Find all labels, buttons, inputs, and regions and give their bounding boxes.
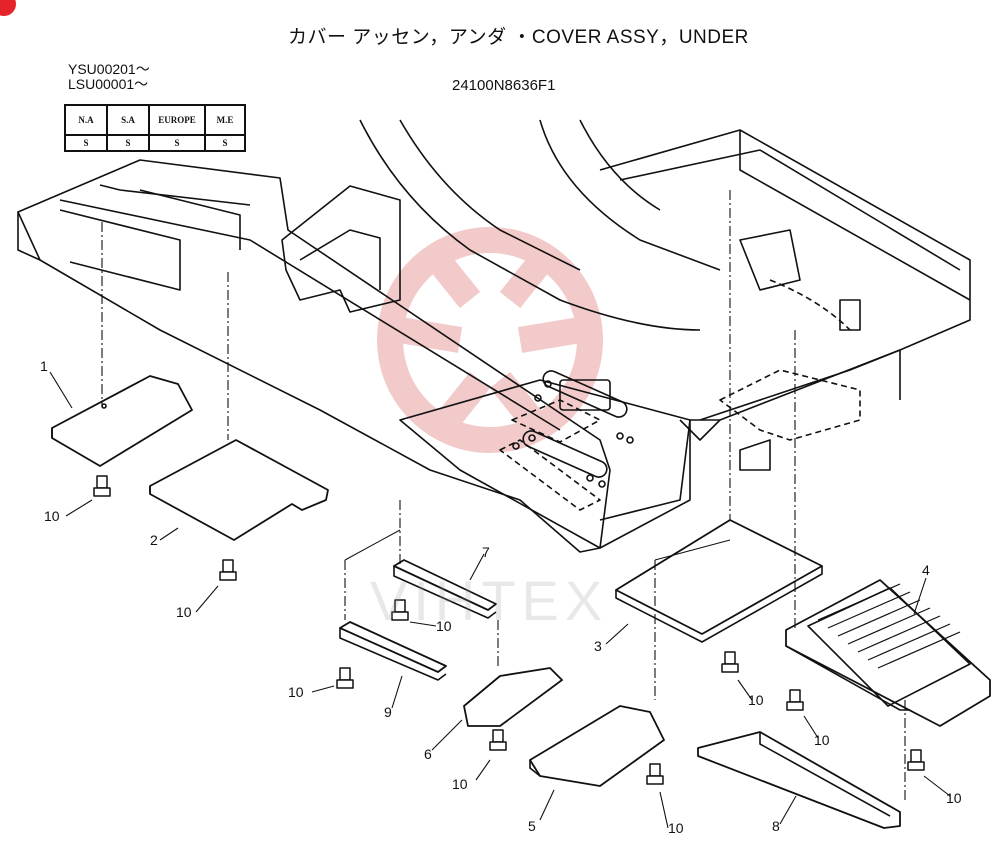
callout-10-bolt: 10 xyxy=(288,684,304,700)
part-1-cover-plate xyxy=(51,375,193,467)
frame-upright-block xyxy=(281,185,401,313)
center-deck xyxy=(399,379,691,549)
callout-10-bolt: 10 xyxy=(44,508,60,524)
callout-3: 3 xyxy=(594,638,602,654)
corner-badge xyxy=(0,0,16,16)
callout-10-bolt: 10 xyxy=(452,776,468,792)
callout-9: 9 xyxy=(384,704,392,720)
callout-10-bolt: 10 xyxy=(814,732,830,748)
part-5-shaped-cover xyxy=(529,705,665,787)
callout-10-bolt: 10 xyxy=(176,604,192,620)
region-header-na: N.A xyxy=(64,104,108,136)
assembly-part-number: 24100N8636F1 xyxy=(452,77,556,94)
part-9-strip-plate xyxy=(339,621,447,673)
callout-1: 1 xyxy=(40,358,48,374)
callout-10-bolt: 10 xyxy=(436,618,452,634)
part-8-side-plate xyxy=(697,731,901,829)
bolt-group xyxy=(93,475,925,785)
frame-left-rail xyxy=(17,159,611,553)
frame-cross-member xyxy=(59,209,181,291)
brand-watermark: VIHTEX xyxy=(370,569,609,632)
callout-7: 7 xyxy=(482,544,490,560)
serial-range-lsu: LSU00001～ xyxy=(68,76,149,92)
region-header-sa: S.A xyxy=(106,104,150,136)
region-header-europe: EUROPE xyxy=(148,104,206,136)
frame-boom-curve xyxy=(359,119,701,331)
region-header-me: M.E xyxy=(204,104,246,136)
callout-10-bolt: 10 xyxy=(748,692,764,708)
part-7-strip-plate xyxy=(393,559,497,611)
callout-6: 6 xyxy=(424,746,432,762)
region-value-sa: S xyxy=(106,134,150,152)
serial-range-ysu: YSU00201～ xyxy=(68,61,150,77)
gear-watermark xyxy=(377,227,603,453)
part-3-rect-plate xyxy=(615,519,823,635)
callout-10-bolt: 10 xyxy=(668,820,684,836)
callout-8: 8 xyxy=(772,818,780,834)
frame-right-body xyxy=(599,129,971,521)
part-6-small-cover xyxy=(463,667,563,727)
region-value-europe: S xyxy=(148,134,206,152)
callout-5: 5 xyxy=(528,818,536,834)
region-value-na: S xyxy=(64,134,108,152)
diagram-title: カバー アッセン，アンダ ・COVER ASSY，UNDER xyxy=(288,27,749,48)
callout-4: 4 xyxy=(922,562,930,578)
region-value-me: S xyxy=(204,134,246,152)
callout-2: 2 xyxy=(150,532,158,548)
callout-10-bolt: 10 xyxy=(946,790,962,806)
region-spec-table: N.A S.A EUROPE M.E S S S S xyxy=(64,104,246,152)
part-2-large-plate xyxy=(149,439,329,541)
